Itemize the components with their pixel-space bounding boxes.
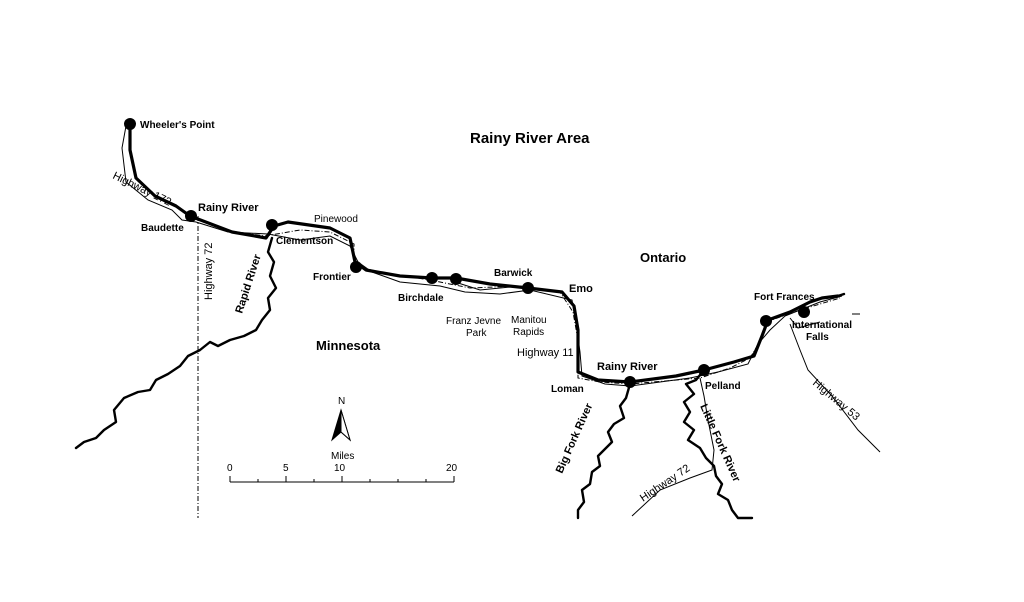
little-fork-river-line xyxy=(682,368,754,520)
highway-53-road xyxy=(789,323,881,453)
label-big-fork-river: Big Fork River xyxy=(554,401,596,475)
label-highway-11: Highway 11 xyxy=(517,347,574,359)
highway-spur-road xyxy=(789,317,821,329)
label-pelland: Pelland xyxy=(705,381,741,392)
label-barwick: Barwick xyxy=(494,268,533,279)
birchdale-dot xyxy=(426,272,438,284)
highway-172-road xyxy=(121,125,197,223)
label-clementson: Clementson xyxy=(276,236,333,247)
rainy-river-east xyxy=(836,292,846,298)
label-highway-53: Highway 53 xyxy=(810,377,862,423)
loman-dot xyxy=(624,376,636,388)
north-arrow-label: N xyxy=(338,396,345,407)
scale-tick-0: 0 xyxy=(227,463,233,474)
highway-72-east-road xyxy=(631,377,715,517)
label-international-1: International xyxy=(792,320,852,331)
label-baudette: Baudette xyxy=(141,223,184,234)
label-wheelers-point: Wheeler's Point xyxy=(140,120,215,131)
map-title: Rainy River Area xyxy=(470,130,590,147)
baudette-dot xyxy=(185,210,197,222)
region-minnesota: Minnesota xyxy=(316,338,381,353)
label-rainy-river-town: Rainy River xyxy=(198,202,259,214)
international-falls-dot xyxy=(798,306,810,318)
label-frontier: Frontier xyxy=(313,272,351,283)
scale-tick-20: 20 xyxy=(446,463,458,474)
label-loman: Loman xyxy=(551,384,584,395)
label-birchdale: Birchdale xyxy=(398,293,444,304)
fort-frances-dot xyxy=(760,315,772,327)
label-franz-jevne-1: Franz Jevne xyxy=(446,316,501,327)
label-pinewood: Pinewood xyxy=(314,214,358,225)
wheelers-point-dot xyxy=(124,118,136,130)
scale-bar: Miles 0 5 10 20 xyxy=(227,451,458,483)
pelland-dot xyxy=(698,364,710,376)
scale-tick-10: 10 xyxy=(334,463,346,474)
label-little-fork-river: Little Fork River xyxy=(697,402,742,484)
label-manitou-2: Rapids xyxy=(513,327,544,338)
scale-unit: Miles xyxy=(331,451,354,462)
label-highway-172: Highway 172 xyxy=(111,170,173,209)
label-rapid-river: Rapid River xyxy=(233,252,264,315)
clementson-dot xyxy=(266,219,278,231)
manitou-rapids-dot xyxy=(522,282,534,294)
rainy-river-line xyxy=(128,122,840,384)
frontier-dot xyxy=(350,261,362,273)
big-fork-river-line xyxy=(576,382,632,520)
north-arrow: N xyxy=(331,396,351,442)
scale-tick-5: 5 xyxy=(283,463,289,474)
region-ontario: Ontario xyxy=(640,250,686,265)
label-fort-frances: Fort Frances xyxy=(754,292,815,303)
label-manitou-1: Manitou xyxy=(511,315,547,326)
rapid-river-line xyxy=(74,236,278,450)
label-franz-jevne-2: Park xyxy=(466,328,488,339)
label-highway-72-east: Highway 72 xyxy=(638,462,692,504)
label-rainy-river-main: Rainy River xyxy=(597,361,658,373)
franz-jevne-dot xyxy=(450,273,462,285)
label-international-2: Falls xyxy=(806,332,829,343)
international-border-river xyxy=(187,215,841,385)
label-highway-72-west: Highway 72 xyxy=(203,243,215,300)
label-emo: Emo xyxy=(569,283,593,295)
scale-line xyxy=(229,476,455,483)
